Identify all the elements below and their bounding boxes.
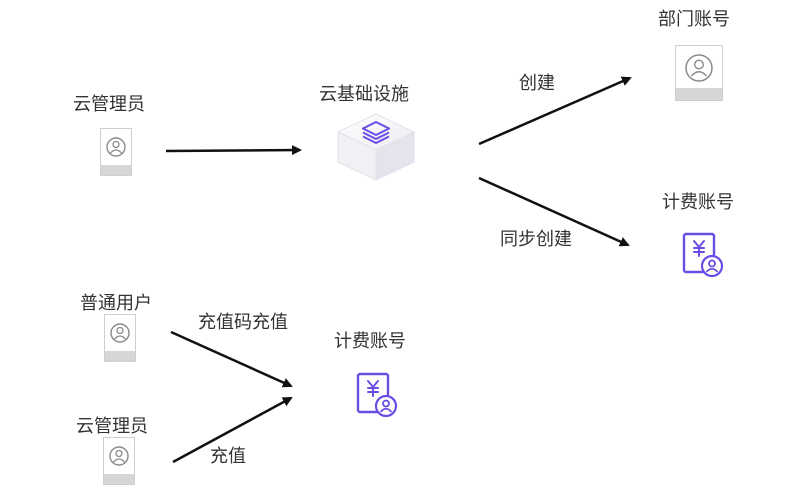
arrow-admin-to-billing (172, 396, 293, 464)
create-label: 创建 (519, 73, 555, 94)
arrow-user-to-billing (170, 330, 293, 388)
source-admin-label: 云管理员 (73, 94, 145, 115)
user-card-icon (100, 128, 132, 176)
cloud-infra-label: 云基础设施 (319, 84, 409, 105)
bottom-admin-label: 云管理员 (76, 416, 148, 437)
normal-user-card-icon (104, 314, 136, 362)
bottom-admin-card-icon (103, 437, 135, 485)
billing-account-icon (682, 231, 724, 279)
dept-account-user-icon (675, 45, 723, 101)
arrow-admin-to-infra (165, 145, 302, 156)
recharge-label: 充值 (210, 446, 246, 467)
billing-account-label-bottom: 计费账号 (334, 331, 406, 352)
arrow-infra-to-dept-account (478, 76, 632, 146)
billing-account-bottom-icon (356, 371, 398, 419)
normal-user-label: 普通用户 (80, 293, 152, 314)
stack-cube-icon (334, 110, 418, 184)
sync-create-label: 同步创建 (500, 229, 572, 250)
billing-account-label-top: 计费账号 (662, 192, 734, 213)
dept-account-label: 部门账号 (658, 9, 730, 30)
recharge-code-label: 充值码充值 (198, 312, 288, 333)
arrow-infra-to-billing-account (478, 176, 630, 247)
